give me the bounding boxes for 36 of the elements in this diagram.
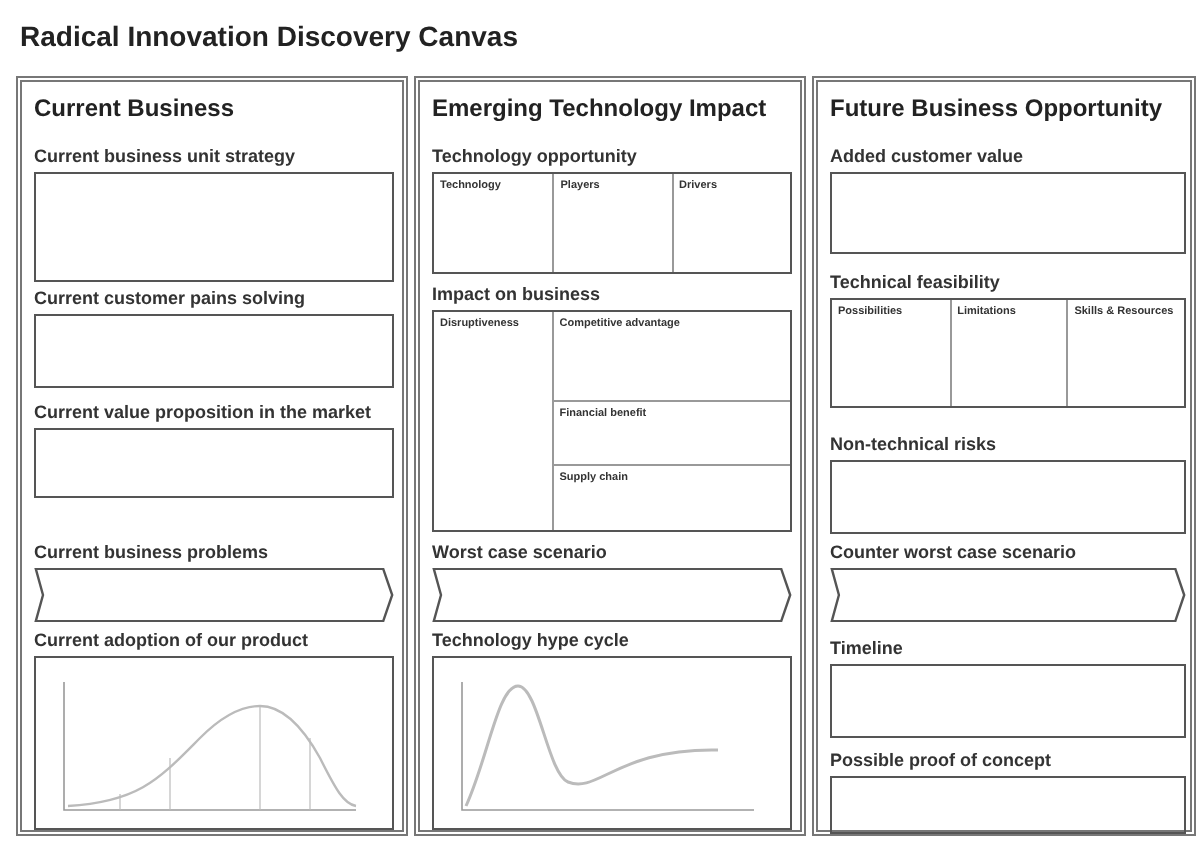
- canvas-section: [34, 542, 394, 622]
- column-heading: Future Business Opportunity: [830, 94, 1163, 122]
- canvas-section: [432, 146, 792, 274]
- canvas-section: [34, 288, 394, 388]
- section-heading: Current value proposition in the market: [34, 402, 372, 422]
- canvas-section: [830, 272, 1186, 408]
- canvas-section: [830, 750, 1186, 834]
- canvas-section: [432, 542, 792, 622]
- section-heading: Added customer value: [830, 146, 1024, 166]
- section-heading: Technical feasibility: [830, 272, 1000, 292]
- canvas-section: [830, 542, 1186, 622]
- section-heading: Technology opportunity: [432, 146, 637, 166]
- section-heading: Technology hype cycle: [432, 630, 629, 650]
- sub-section: [551, 464, 790, 530]
- section-heading: Current business unit strategy: [34, 146, 296, 166]
- canvas-column: [812, 76, 1196, 836]
- canvas-column: [414, 76, 806, 836]
- section-heading: Current adoption of our product: [34, 630, 308, 650]
- section-heading: Possible proof of concept: [830, 750, 1052, 770]
- sub-section: [551, 399, 790, 465]
- section-heading: Current customer pains solving: [34, 288, 306, 308]
- canvas-section: [34, 402, 394, 498]
- canvas-column: [16, 76, 408, 836]
- column-heading: Current Business: [34, 94, 235, 122]
- canvas-title: Radical Innovation Discovery Canvas: [20, 20, 518, 52]
- section-heading: Non-technical risks: [830, 434, 997, 454]
- section-heading: Worst case scenario: [432, 542, 607, 562]
- canvas-section: [34, 146, 394, 282]
- canvas-section: [830, 434, 1186, 534]
- section-heading: Timeline: [830, 638, 903, 658]
- canvas-section: [830, 146, 1186, 254]
- canvas-section: [830, 638, 1186, 738]
- section-heading: Counter worst case scenario: [830, 542, 1077, 562]
- section-heading: Impact on business: [432, 284, 601, 304]
- column-heading: Emerging Technology Impact: [432, 94, 767, 122]
- section-heading: Current business problems: [34, 542, 269, 562]
